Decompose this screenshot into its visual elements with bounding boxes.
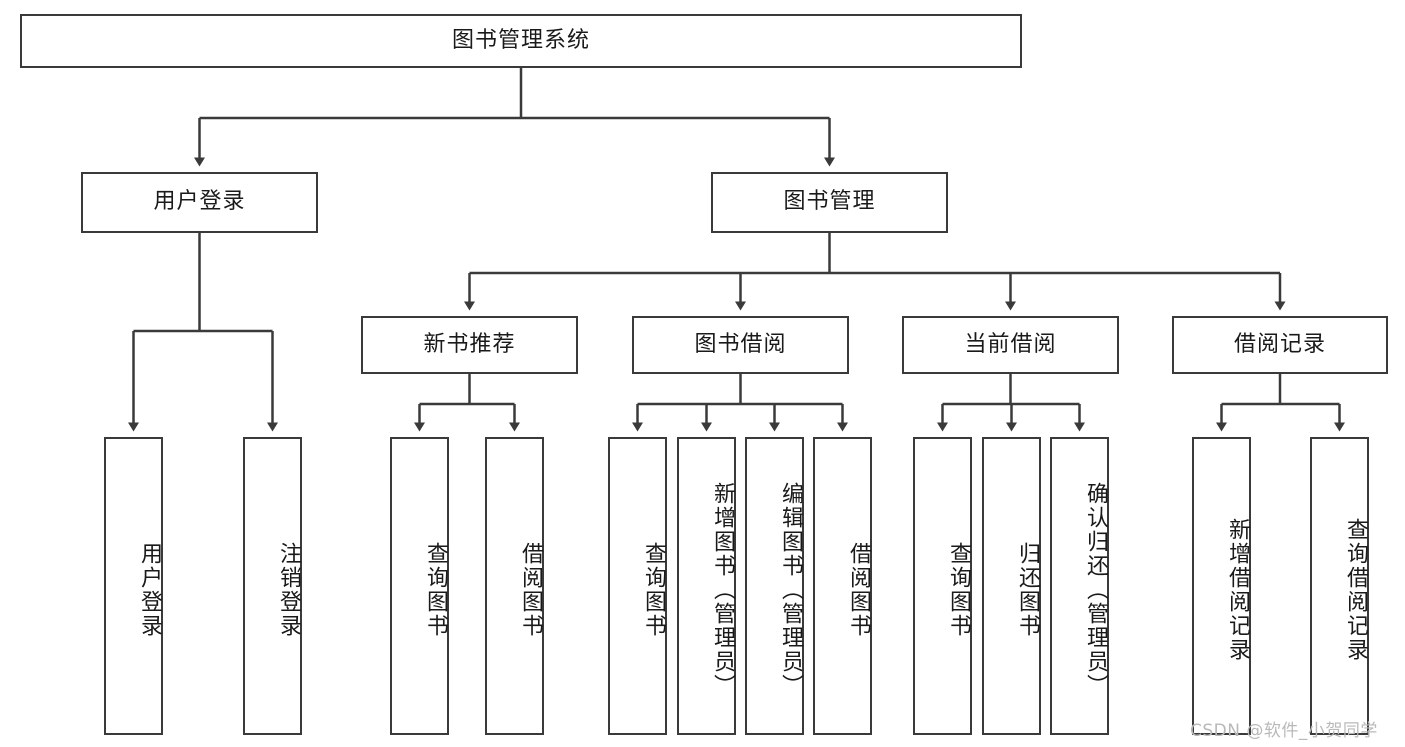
node-user-login[interactable]: 用户登录 bbox=[81, 172, 318, 233]
leaf-query-borrow-record[interactable]: 查询借阅记录 bbox=[1310, 437, 1369, 735]
leaf-user-login[interactable]: 用户登录 bbox=[104, 437, 163, 735]
node-new-book-recommend[interactable]: 新书推荐 bbox=[361, 316, 578, 374]
leaf-borrow-book-recommend[interactable]: 借阅图书 bbox=[485, 437, 544, 735]
node-new-book-recommend-label: 新书推荐 bbox=[423, 331, 516, 357]
node-book-borrow-label: 图书借阅 bbox=[694, 331, 787, 357]
leaf-query-book-recommend[interactable]: 查询图书 bbox=[390, 437, 449, 735]
leaf-add-borrow-record-label: 新增借阅记录 bbox=[1225, 518, 1250, 662]
node-book-borrow[interactable]: 图书借阅 bbox=[632, 316, 849, 374]
leaf-query-book-recommend-label: 查询图书 bbox=[423, 542, 448, 638]
leaf-edit-book-admin-label: 编辑图书（管理员） bbox=[778, 482, 803, 698]
leaf-add-borrow-record[interactable]: 新增借阅记录 bbox=[1192, 437, 1251, 735]
leaf-logout-label: 注销登录 bbox=[276, 542, 301, 638]
leaf-add-book-admin-label: 新增图书（管理员） bbox=[710, 482, 735, 698]
leaf-borrow-book-label: 借阅图书 bbox=[846, 542, 871, 638]
node-current-borrow[interactable]: 当前借阅 bbox=[902, 316, 1119, 374]
node-current-borrow-label: 当前借阅 bbox=[964, 331, 1057, 357]
leaf-query-book[interactable]: 查询图书 bbox=[608, 437, 667, 735]
leaf-return-book[interactable]: 归还图书 bbox=[982, 437, 1041, 735]
node-borrow-record-label: 借阅记录 bbox=[1233, 331, 1326, 357]
leaf-query-borrow-record-label: 查询借阅记录 bbox=[1343, 518, 1368, 662]
node-borrow-record[interactable]: 借阅记录 bbox=[1172, 316, 1388, 374]
node-user-login-label: 用户登录 bbox=[153, 189, 246, 215]
leaf-confirm-return-admin-label: 确认归还（管理员） bbox=[1083, 482, 1108, 698]
leaf-return-book-label: 归还图书 bbox=[1015, 542, 1040, 638]
node-root[interactable]: 图书管理系统 bbox=[20, 14, 1022, 68]
leaf-logout[interactable]: 注销登录 bbox=[243, 437, 302, 735]
node-root-label: 图书管理系统 bbox=[451, 27, 590, 53]
leaf-user-login-label: 用户登录 bbox=[137, 542, 162, 638]
leaf-borrow-book-recommend-label: 借阅图书 bbox=[518, 542, 543, 638]
leaf-confirm-return-admin[interactable]: 确认归还（管理员） bbox=[1050, 437, 1109, 735]
leaf-add-book-admin[interactable]: 新增图书（管理员） bbox=[677, 437, 736, 735]
node-book-management[interactable]: 图书管理 bbox=[711, 172, 948, 233]
leaf-query-book-label: 查询图书 bbox=[641, 542, 666, 638]
leaf-query-book-current[interactable]: 查询图书 bbox=[913, 437, 972, 735]
leaf-query-book-current-label: 查询图书 bbox=[946, 542, 971, 638]
leaf-edit-book-admin[interactable]: 编辑图书（管理员） bbox=[745, 437, 804, 735]
node-book-management-label: 图书管理 bbox=[783, 189, 876, 215]
csdn-watermark: CSDN @软件_小贺同学 bbox=[1190, 721, 1378, 741]
leaf-borrow-book[interactable]: 借阅图书 bbox=[813, 437, 872, 735]
